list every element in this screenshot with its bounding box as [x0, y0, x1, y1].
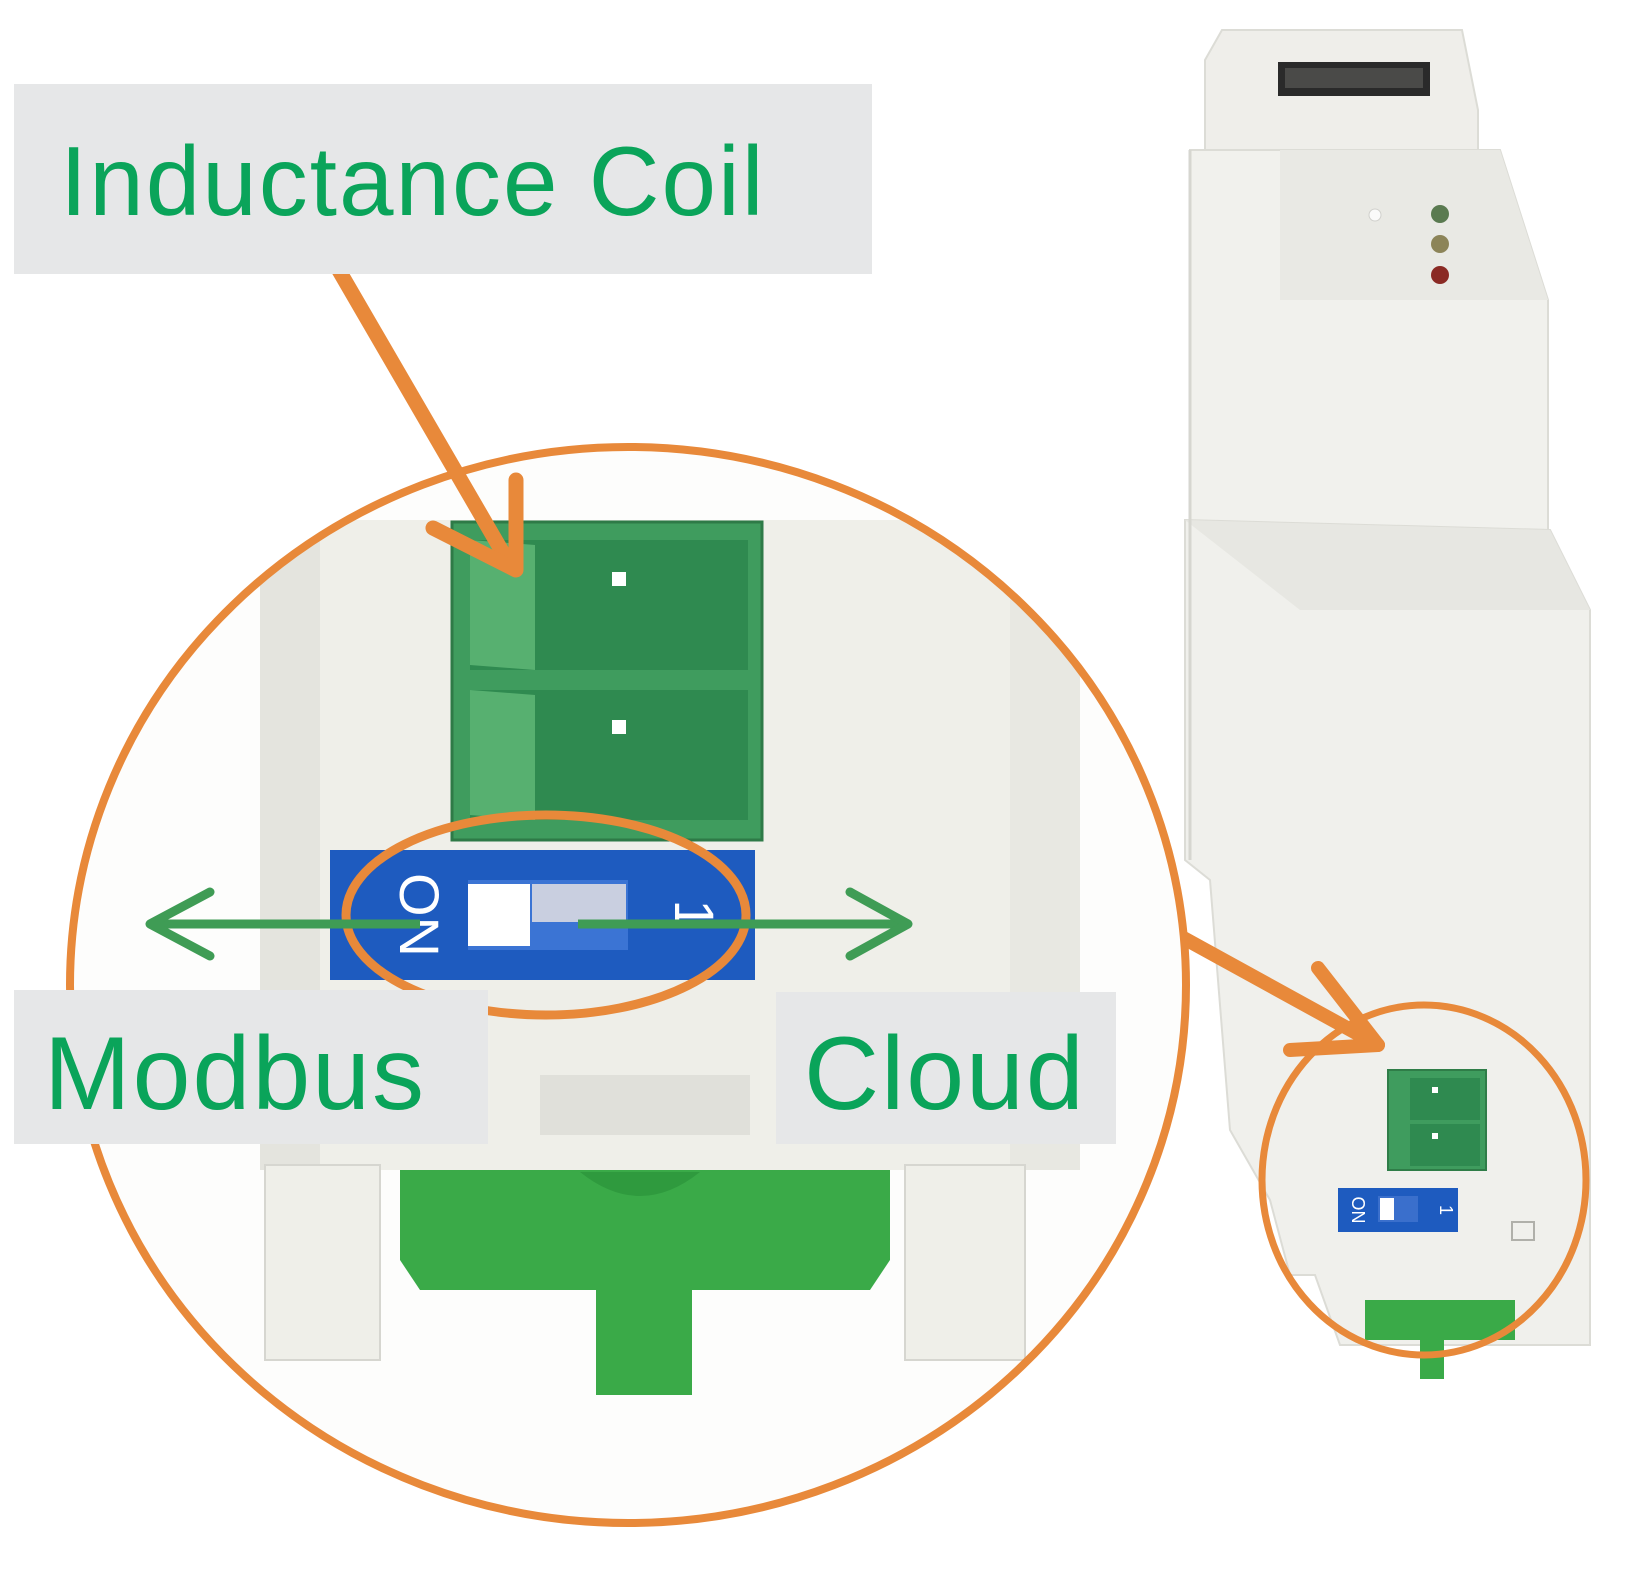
- small-highlight-circle: [1258, 1001, 1590, 1359]
- modbus-label-box: [14, 990, 488, 1144]
- zoom-highlight-circle: [66, 443, 1190, 1527]
- dip-switch-on-text: ON: [388, 873, 451, 957]
- dip-switch-toggle[interactable]: [468, 884, 530, 946]
- modbus-label: Modbus: [44, 1016, 426, 1132]
- inductance-coil-label-box: [14, 84, 872, 274]
- status-led-yellow-icon: [1431, 235, 1449, 253]
- status-led-red-icon: [1431, 266, 1449, 284]
- cloud-label: Cloud: [804, 1016, 1086, 1132]
- small-switch-number-text: 1: [1436, 1205, 1456, 1215]
- small-switch-on-text: ON: [1348, 1197, 1368, 1224]
- orange-arrow-icon: [322, 247, 524, 578]
- switch-highlight-ellipse: [341, 810, 751, 1020]
- din-rail-clip: [400, 1170, 890, 1290]
- inductance-coil-label: Inductance Coil: [60, 126, 766, 236]
- cloud-label-box: [776, 992, 1116, 1144]
- status-led-green-icon: [1431, 205, 1449, 223]
- green-double-arrow-icon: [145, 887, 913, 961]
- device-full-view: ON 1: [1184, 29, 1591, 1379]
